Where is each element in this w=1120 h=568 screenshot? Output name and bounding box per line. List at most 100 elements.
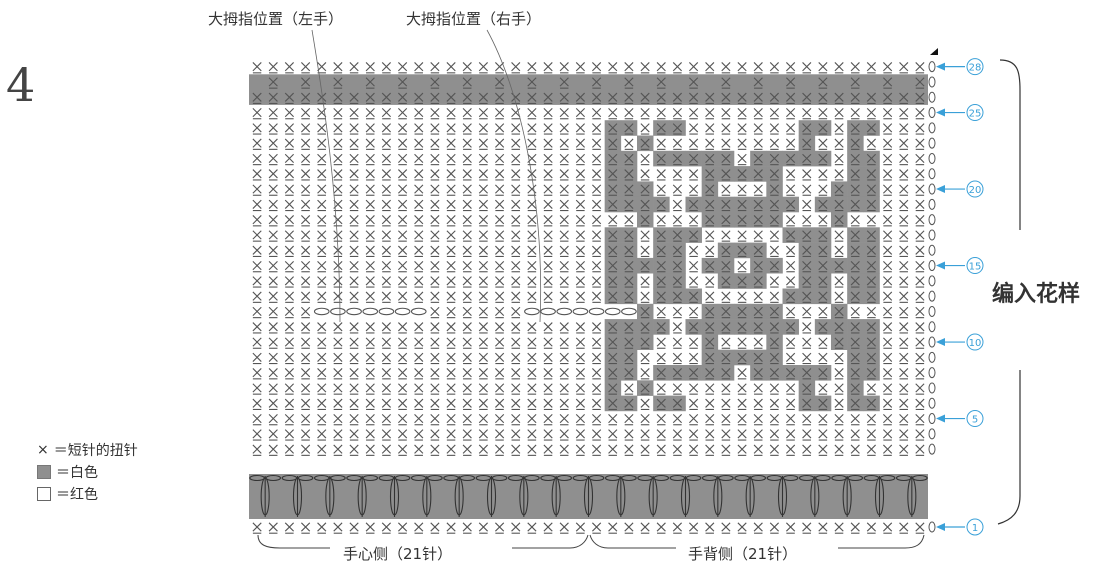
twisted-stitch	[511, 153, 521, 166]
twisted-stitch	[850, 352, 860, 365]
twisted-stitch	[414, 368, 424, 380]
twisted-stitch	[672, 62, 683, 74]
twisted-stitch	[446, 522, 456, 534]
twisted-stitch	[300, 107, 311, 120]
twisted-stitch	[608, 62, 618, 74]
twisted-stitch	[446, 368, 456, 380]
twisted-stitch	[284, 306, 295, 319]
twisted-stitch	[818, 184, 828, 196]
twisted-stitch	[785, 62, 796, 74]
cuff-chain	[653, 474, 670, 482]
twisted-stitch	[252, 260, 262, 273]
twisted-stitch	[834, 413, 844, 426]
twisted-stitch	[543, 107, 553, 120]
twisted-stitch	[753, 522, 763, 534]
twisted-stitch	[300, 123, 311, 135]
twisted-stitch	[349, 398, 359, 411]
stitch-grid	[252, 62, 925, 534]
cuff-chain	[540, 474, 556, 482]
twisted-stitch	[381, 413, 392, 426]
twisted-stitch	[705, 276, 715, 288]
thumb-label-right: 大拇指位置（右手）	[406, 10, 542, 28]
twisted-stitch	[268, 230, 278, 242]
twisted-stitch	[656, 291, 666, 303]
twisted-stitch	[527, 398, 537, 411]
twisted-stitch	[656, 153, 666, 166]
twisted-stitch	[591, 107, 602, 120]
twisted-stitch	[268, 276, 278, 288]
cuff-chain	[879, 474, 896, 482]
twisted-stitch	[834, 429, 844, 441]
twisted-stitch	[284, 107, 295, 120]
twisted-stitch	[252, 413, 262, 426]
twisted-stitch	[300, 398, 311, 411]
row-number-circle	[966, 180, 984, 198]
twisted-stitch	[672, 276, 683, 288]
twisted-stitch	[494, 153, 505, 166]
twisted-stitch	[688, 368, 699, 380]
twisted-stitch	[365, 383, 375, 395]
twisted-stitch	[915, 444, 925, 456]
twisted-stitch	[397, 77, 408, 89]
twisted-stitch	[300, 522, 311, 534]
twisted-stitch	[705, 306, 715, 319]
twisted-stitch	[882, 153, 893, 166]
twisted-stitch	[317, 444, 327, 456]
cuff-chain	[588, 474, 605, 482]
twisted-stitch	[365, 215, 375, 227]
twisted-stitch	[688, 413, 699, 426]
twisted-stitch	[414, 215, 424, 227]
twisted-stitch	[430, 291, 440, 303]
twisted-stitch	[349, 199, 359, 212]
twisted-stitch	[559, 77, 569, 89]
cuff-chain	[297, 474, 314, 482]
cuff-chain	[491, 474, 508, 482]
twisted-stitch	[397, 138, 408, 150]
twisted-stitch	[915, 291, 925, 303]
twisted-stitch	[543, 413, 553, 426]
twisted-stitch	[688, 107, 699, 120]
twisted-stitch	[543, 429, 553, 441]
twisted-stitch	[802, 276, 812, 288]
twisted-stitch	[543, 169, 553, 181]
twisted-stitch	[705, 169, 715, 181]
twisted-stitch	[882, 107, 893, 120]
twisted-stitch	[882, 413, 893, 426]
twisted-stitch	[365, 153, 375, 166]
twisted-stitch	[284, 184, 295, 196]
twisted-stitch	[559, 368, 569, 380]
twisted-stitch	[656, 368, 666, 380]
turning-chain	[928, 122, 936, 134]
twisted-stitch	[818, 322, 828, 334]
turning-chain	[928, 214, 936, 226]
twisted-stitch	[414, 230, 424, 242]
twisted-stitch	[640, 123, 650, 135]
twisted-stitch	[300, 413, 311, 426]
turning-chain	[928, 76, 936, 88]
twisted-stitch	[899, 169, 909, 181]
twisted-stitch	[349, 368, 359, 380]
cuff-chain	[313, 474, 330, 482]
twisted-stitch	[494, 184, 505, 196]
twisted-stitch	[769, 260, 780, 273]
twisted-stitch	[462, 368, 472, 380]
twisted-stitch	[608, 276, 618, 288]
twisted-stitch	[268, 429, 278, 441]
twisted-stitch	[317, 398, 327, 411]
twisted-stitch	[397, 92, 408, 104]
twisted-stitch	[511, 260, 521, 273]
twisted-stitch	[284, 291, 295, 303]
twisted-stitch	[478, 322, 489, 334]
twisted-stitch	[430, 153, 440, 166]
twisted-stitch	[446, 138, 456, 150]
twisted-stitch	[882, 522, 893, 534]
twisted-stitch	[446, 184, 456, 196]
twisted-stitch	[640, 215, 650, 227]
twisted-stitch	[624, 276, 634, 288]
twisted-stitch	[769, 322, 780, 334]
twisted-stitch	[850, 260, 860, 273]
twisted-stitch	[624, 260, 634, 273]
twisted-stitch	[397, 368, 408, 380]
twisted-stitch	[802, 230, 812, 242]
twisted-stitch	[850, 398, 860, 411]
